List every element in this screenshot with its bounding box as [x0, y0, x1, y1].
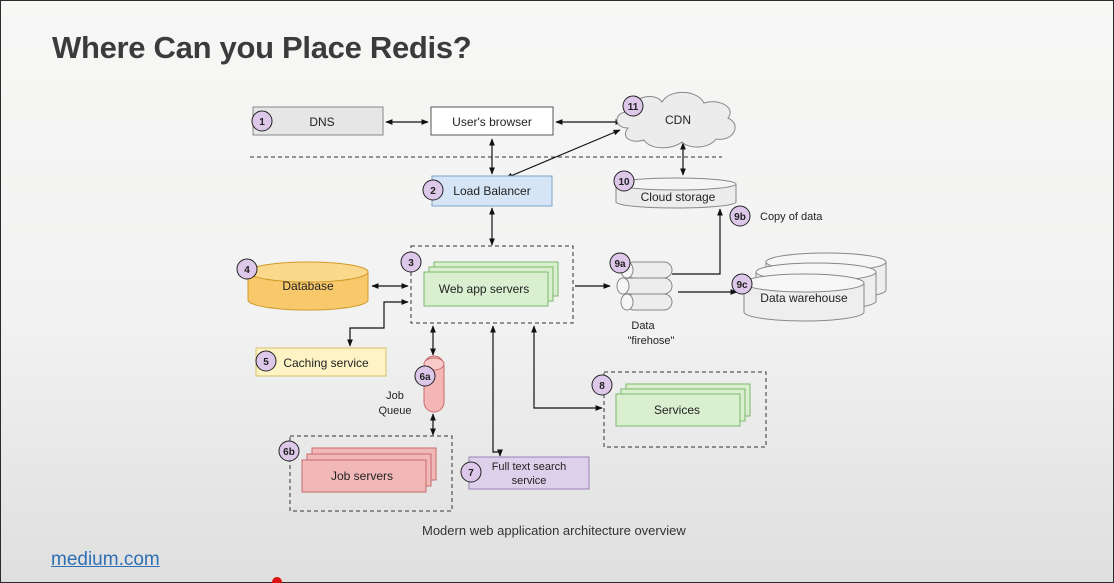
dns-label: DNS	[309, 115, 334, 129]
job-servers-group	[289, 435, 453, 512]
web-app-group	[410, 245, 574, 324]
edge-firehose-copy	[672, 208, 723, 275]
web-app-node	[423, 271, 549, 307]
badges: 1 11 2 10 9b 4 3 9a 9c 5 6a 8 6b 7	[236, 95, 753, 483]
badge-1-icon	[251, 110, 273, 132]
load-balancer-node	[431, 175, 553, 207]
copy-of-data-label: Copy of data	[760, 211, 823, 223]
caching-label: Caching service	[283, 356, 369, 370]
badge-6b: 6b	[283, 447, 295, 458]
badge-4: 4	[244, 265, 250, 276]
database-label: Database	[282, 279, 334, 293]
badge-2-icon	[422, 179, 444, 201]
slide-title: Where Can you Place Redis?	[52, 30, 472, 65]
job-queue-label-line1: Job	[386, 390, 404, 402]
cursor-marker-icon	[272, 577, 282, 583]
badge-2: 2	[430, 186, 436, 197]
firehose-label-line2: "firehose"	[628, 335, 675, 347]
badge-8-icon	[591, 374, 613, 396]
badge-3: 3	[408, 258, 414, 269]
badge-6b-icon	[278, 440, 300, 462]
search-node	[468, 456, 590, 490]
cloud-storage-body	[615, 184, 737, 209]
diagram-caption: Modern web application architecture over…	[422, 523, 686, 538]
browser-label: User's browser	[452, 115, 532, 129]
search-label-line1: Full text search	[492, 461, 567, 473]
badge-4-icon	[236, 258, 258, 280]
badge-7-icon	[460, 461, 482, 483]
badge-10: 10	[618, 177, 630, 188]
warehouse-node	[743, 252, 887, 322]
dns-node	[252, 106, 384, 136]
job-servers-node	[301, 459, 427, 493]
badge-11: 11	[628, 102, 639, 113]
badge-9b-icon	[729, 205, 751, 227]
firehose-label-line1: Data	[631, 320, 655, 332]
badge-6a: 6a	[419, 372, 431, 383]
search-label-line2: service	[512, 475, 547, 487]
badge-10-icon	[613, 170, 635, 192]
badge-9c-icon	[731, 273, 753, 295]
services-node	[615, 393, 741, 427]
job-servers-label: Job servers	[331, 469, 393, 483]
badge-9c: 9c	[736, 280, 748, 291]
web-app-label: Web app servers	[439, 282, 530, 296]
badge-6a-icon	[414, 365, 436, 387]
browser-node	[430, 106, 554, 136]
database-body	[247, 272, 369, 311]
badge-5-icon	[255, 350, 277, 372]
load-balancer-label: Load Balancer	[453, 184, 530, 198]
job-queue-label-line2: Queue	[378, 405, 411, 417]
edge-webapp-services	[531, 325, 603, 411]
badge-9a-icon	[609, 252, 631, 274]
badge-3-icon	[400, 251, 422, 273]
badge-9a: 9a	[614, 259, 626, 270]
badge-8: 8	[599, 381, 605, 392]
badge-1: 1	[259, 117, 265, 128]
edge-webapp-search	[490, 325, 503, 457]
services-label: Services	[654, 403, 700, 417]
warehouse-label: Data warehouse	[760, 291, 848, 305]
cdn-label: CDN	[665, 113, 691, 127]
services-group	[603, 371, 767, 448]
edge-caching-webapp	[347, 299, 409, 347]
badge-7: 7	[468, 468, 474, 479]
badge-11-icon	[622, 95, 644, 117]
cloud-storage-label: Cloud storage	[641, 190, 716, 204]
edge-lb-cdn	[505, 129, 621, 179]
badge-5: 5	[263, 357, 269, 368]
source-link[interactable]: medium.com	[51, 549, 160, 570]
badge-9b: 9b	[734, 212, 746, 223]
caching-node	[255, 347, 387, 377]
